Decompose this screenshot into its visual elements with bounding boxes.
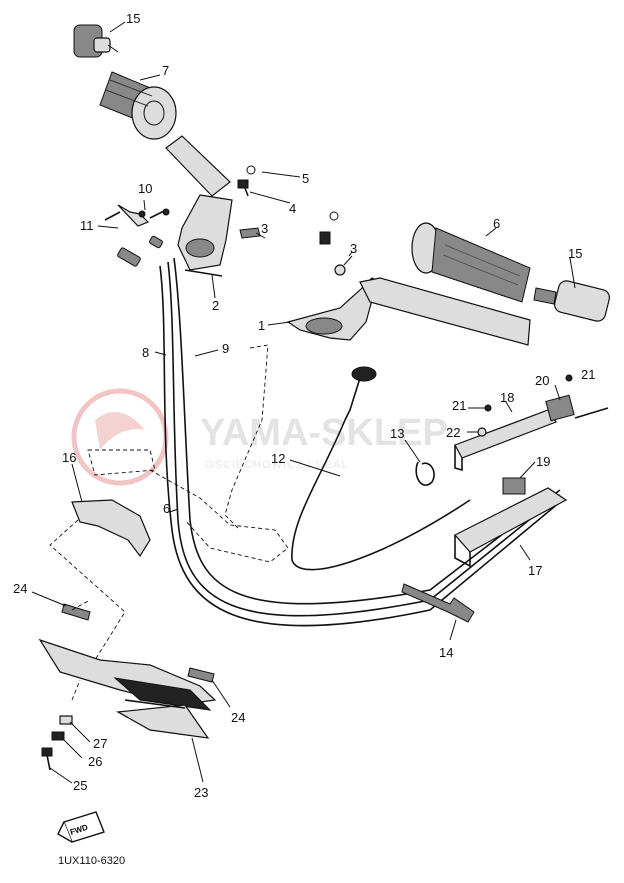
callout-23: 23 (194, 785, 208, 800)
part-2-left-handlebar (177, 194, 233, 277)
watermark-wing-icon (95, 412, 145, 450)
part-20-holder (545, 394, 609, 422)
callout-3-left: 3 (261, 221, 268, 236)
part-22-nut (477, 427, 487, 437)
fwd-direction-badge: FWD (57, 811, 105, 843)
callout-6-grip: 6 (493, 216, 500, 231)
callout-3-right: 3 (350, 241, 357, 256)
part-4-screw-right (319, 231, 331, 245)
part-15-grip-end-right (533, 280, 611, 322)
watermark-logo-icon (71, 388, 169, 486)
callout-12: 12 (271, 451, 285, 466)
callout-14: 14 (439, 645, 453, 660)
part-14-cable-strap (401, 583, 475, 623)
part-13-cable-clip (415, 461, 435, 486)
part-15-grip-end-left (73, 24, 119, 58)
callout-11: 11 (80, 218, 94, 233)
part-4-screw-left (237, 179, 249, 197)
callout-8: 8 (142, 345, 149, 360)
callout-21-right: 21 (581, 367, 595, 382)
handlebar-tube-left (165, 135, 231, 197)
callout-5: 5 (302, 171, 309, 186)
callout-19: 19 (536, 454, 550, 469)
callout-9: 9 (222, 341, 229, 356)
reference-outlines (87, 344, 289, 563)
callout-25: 25 (73, 778, 87, 793)
part-24-clips (61, 603, 215, 683)
watermark-subtitle: OŚCIECHOWICZ | DEAL (205, 458, 348, 471)
part-18-bracket (454, 409, 557, 472)
part-7-throttle-grip (99, 71, 177, 140)
callout-17: 17 (528, 563, 542, 578)
callout-7: 7 (162, 63, 169, 78)
part-16-mount-bracket (71, 499, 151, 558)
callout-22: 22 (446, 425, 460, 440)
callout-15-top: 15 (126, 11, 140, 26)
part-11-cable-ends (117, 235, 163, 267)
part-3-screw-left (239, 227, 261, 239)
part-23-cover (38, 638, 217, 739)
callout-15-right: 15 (568, 246, 582, 261)
part-6-right-grip (411, 222, 531, 303)
assembly-guide-lines (49, 519, 126, 701)
callout-labels: 15 7 10 11 5 4 3 3 6 15 2 1 8 9 20 21 21… (13, 11, 595, 800)
leader-lines (31, 21, 576, 784)
part-5-screw-left (246, 165, 256, 175)
callout-18: 18 (500, 390, 514, 405)
drawing-code: 1UX110-6320 (58, 855, 125, 867)
callout-26: 26 (88, 754, 102, 769)
callout-4: 4 (289, 201, 296, 216)
part-25-26-27-fasteners (41, 715, 73, 771)
part-3-screw-right (334, 255, 353, 276)
callout-27: 27 (93, 736, 107, 751)
part-5-screw-right (329, 211, 339, 221)
part-8-9-throttle-cables (159, 257, 561, 627)
callout-6-cable: 6 (163, 501, 170, 516)
callout-2: 2 (212, 298, 219, 313)
part-17-cable-guide (454, 487, 568, 568)
callout-24-right: 24 (231, 710, 245, 725)
callout-21-left: 21 (452, 398, 466, 413)
watermark: YAMA-SKLEP OŚCIECHOWICZ | DEAL (71, 388, 448, 486)
part-19-connector (502, 477, 526, 495)
callout-16: 16 (62, 450, 76, 465)
fwd-arrow-icon (57, 821, 73, 843)
watermark-title: YAMA-SKLEP (200, 412, 448, 454)
callout-1: 1 (258, 318, 265, 333)
callout-13: 13 (390, 426, 404, 441)
callout-24-left: 24 (13, 581, 27, 596)
part-10-cable-adjuster (104, 204, 170, 227)
part-21-screws (484, 374, 573, 412)
part-1-right-handlebar (286, 277, 531, 346)
callout-10: 10 (138, 181, 152, 196)
part-12-choke-cable (291, 366, 471, 571)
callout-20: 20 (535, 373, 549, 388)
